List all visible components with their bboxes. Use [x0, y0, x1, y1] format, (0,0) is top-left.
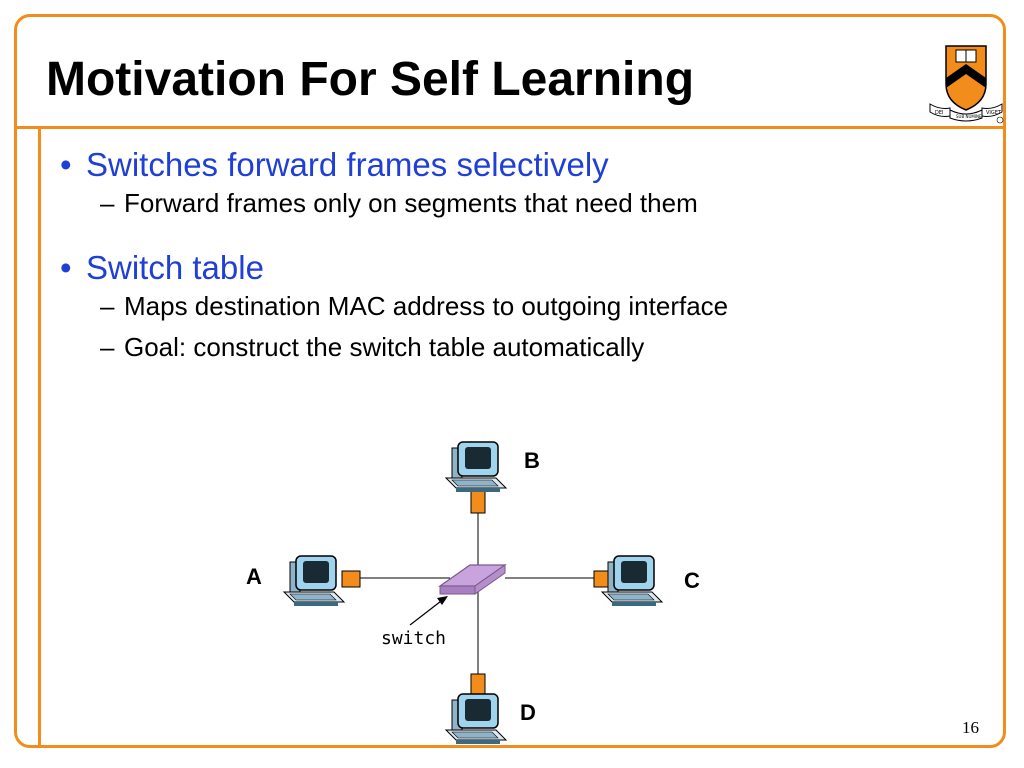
page-number: 16	[962, 718, 979, 737]
host-b-label: B	[524, 448, 540, 473]
host-a-label: A	[246, 564, 262, 589]
dash-marker: –	[100, 332, 115, 362]
bullet-item: •Switches forward frames selectively	[60, 146, 609, 183]
host-d-computer-icon	[445, 693, 507, 745]
sub-bullet-item: –Goal: construct the switch table automa…	[100, 332, 645, 362]
sub-bullet-item: –Forward frames only on segments that ne…	[100, 188, 698, 218]
host-c-computer-icon	[601, 555, 663, 607]
svg-text:VIGET: VIGET	[986, 110, 1002, 116]
host-a-computer-icon	[283, 555, 345, 607]
bullet-item: •Switch table	[60, 249, 264, 286]
dash-marker: –	[100, 188, 115, 218]
bullet-marker: •	[60, 249, 72, 286]
port-d	[470, 673, 486, 697]
port-a	[341, 570, 361, 588]
svg-text:SUB NUMINE: SUB NUMINE	[956, 114, 982, 119]
host-c-label: C	[684, 568, 700, 593]
svg-text:DEI: DEI	[935, 110, 943, 116]
title-divider	[14, 126, 1006, 129]
bullet-marker: •	[60, 146, 72, 183]
sub-bullet-item: –Maps destination MAC address to outgoin…	[100, 291, 729, 321]
left-margin-rule	[38, 126, 41, 748]
bullet-list: •Switches forward frames selectively –Fo…	[60, 146, 980, 373]
dash-marker: –	[100, 291, 115, 321]
host-d-label: D	[520, 700, 536, 725]
princeton-shield-logo: DEI SUB NUMINE VIGET	[929, 45, 1004, 124]
port-b	[470, 490, 486, 514]
switch-pointer-arrow	[409, 597, 446, 626]
switch-label: switch	[381, 628, 447, 649]
slide-frame	[14, 14, 1006, 748]
slide-title: Motivation For Self Learning	[46, 53, 695, 106]
host-b-computer-icon	[445, 441, 507, 493]
